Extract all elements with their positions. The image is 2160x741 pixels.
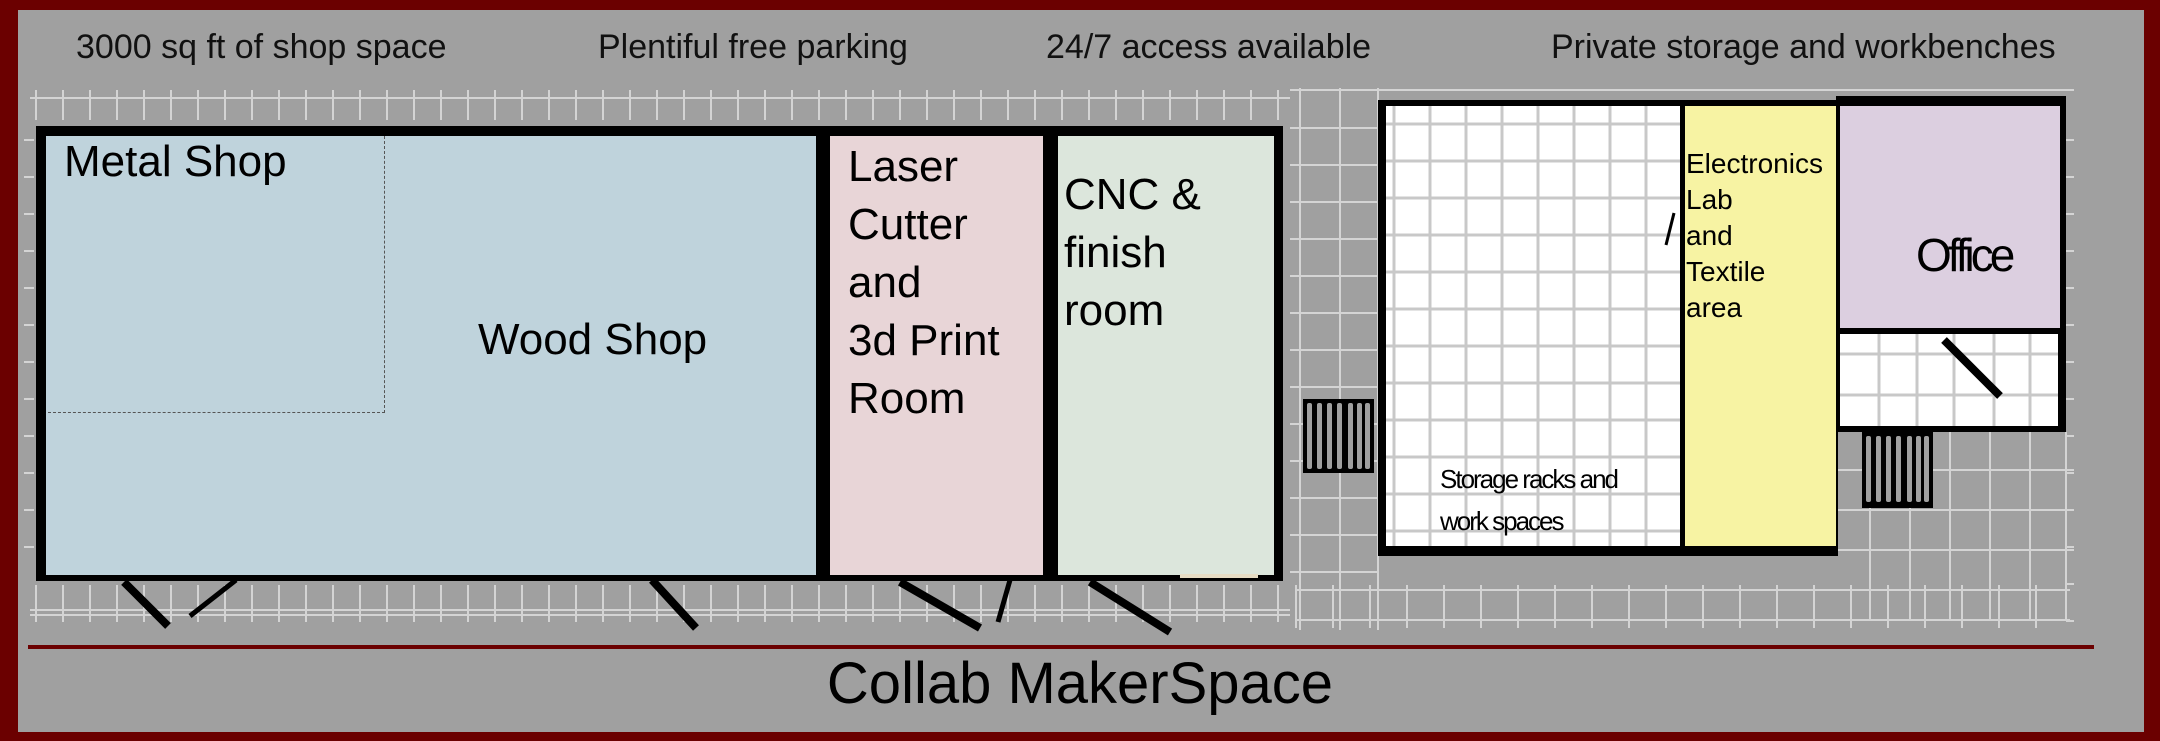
door-icon xyxy=(995,579,1013,623)
door-icon xyxy=(1087,578,1173,636)
page-title: Collab MakerSpace xyxy=(826,651,1334,716)
hallway-grid xyxy=(1840,334,2058,426)
electronics-lab-room[interactable] xyxy=(1682,106,1836,546)
laser-room-label: Laser Cutter and 3d Print Room xyxy=(848,142,1000,423)
feature-access: 24/7 access available xyxy=(1046,28,1372,66)
title-divider xyxy=(28,645,2094,649)
feature-parking: Plentiful free parking xyxy=(598,28,908,66)
wood-shop-label: Wood Shop xyxy=(478,315,708,364)
office-hallway[interactable] xyxy=(1840,334,2058,426)
feature-storage: Private storage and workbenches xyxy=(1551,28,2056,66)
storage-grid xyxy=(1386,106,1680,546)
cnc-room-label: CNC & finish room xyxy=(1064,170,1201,335)
wood-shop-room[interactable] xyxy=(46,136,816,575)
door-swings xyxy=(121,577,1173,636)
feature-shop-space: 3000 sq ft of shop space xyxy=(76,28,447,66)
electronics-lab-label: Electronics Lab and Textile area xyxy=(1686,148,1823,323)
metal-shop-label: Metal Shop xyxy=(64,137,287,186)
office-room[interactable] xyxy=(1840,106,2060,328)
storage-door-icon xyxy=(1664,212,1676,246)
metal-shop-area[interactable] xyxy=(48,136,385,413)
door-icon xyxy=(188,578,238,618)
stairs-icon-west xyxy=(1303,399,1374,473)
door-icon xyxy=(898,578,982,632)
storage-room-label: Storage racks and work spaces xyxy=(1440,464,1619,536)
stairs-icon-office xyxy=(1862,432,1933,508)
cnc-door-sill xyxy=(1180,574,1258,578)
office-label: Office xyxy=(1916,229,2015,281)
door-icon xyxy=(649,577,699,631)
cnc-room[interactable] xyxy=(1058,136,1274,575)
door-icon xyxy=(121,579,171,629)
laser-room[interactable] xyxy=(830,136,1043,575)
storage-room[interactable] xyxy=(1386,106,1680,546)
